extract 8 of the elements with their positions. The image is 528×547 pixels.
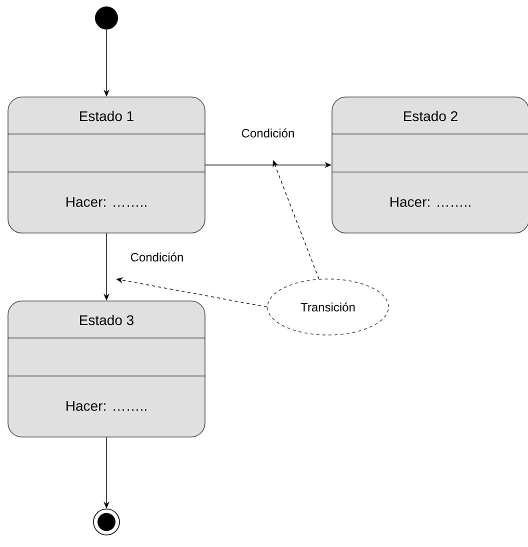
state-box: Estado 1 Hacer: ……..	[8, 96, 206, 234]
final-state	[93, 508, 120, 536]
state-box: Estado 2 Hacer: ……..	[332, 96, 528, 234]
edge-label: Condición	[240, 128, 296, 138]
initial-state	[95, 6, 118, 30]
edge-label: Condición	[129, 252, 185, 262]
leader-line	[272, 160, 320, 280]
state-box: Estado 3 Hacer: ……..	[8, 300, 206, 438]
